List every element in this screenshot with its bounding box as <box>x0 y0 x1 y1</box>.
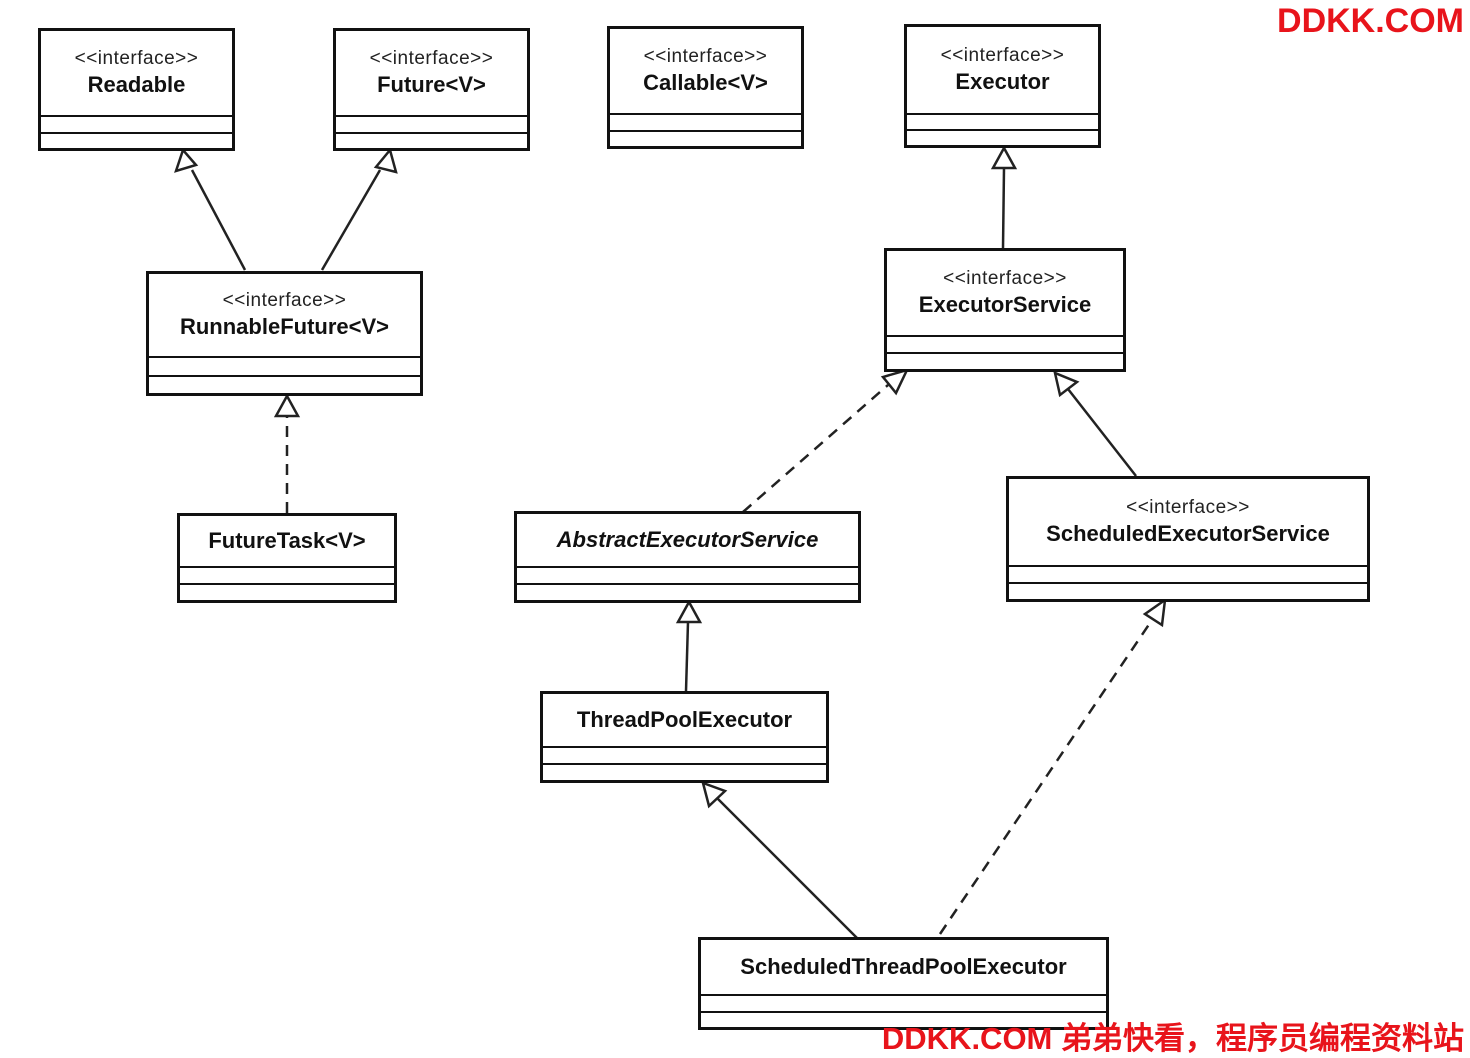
generalization-arrowhead <box>174 147 199 173</box>
methods-compartment <box>517 585 858 600</box>
stereotype-label: <<interface>> <box>940 45 1065 66</box>
class-scheduled-thread-pool-executor: ScheduledThreadPoolExecutor <box>698 937 1109 1030</box>
methods-compartment <box>41 134 232 149</box>
class-name: AbstractExecutorService <box>556 527 819 552</box>
attributes-compartment <box>149 358 420 377</box>
class-name: FutureTask<V> <box>208 528 366 553</box>
class-callable: <<interface>> Callable<V> <box>607 26 804 149</box>
stereotype-label: <<interface>> <box>369 48 494 69</box>
relation-abstractexecutorservice-executorservice <box>742 384 889 513</box>
relation-executorservice-executor <box>1001 167 1006 249</box>
relation-scheduledthreadpoolexecutor-threadpoolexecutor <box>716 797 858 939</box>
relation-scheduledthreadpoolexecutor-scheduledexecutorservice <box>938 619 1154 935</box>
realization-arrowhead <box>880 368 910 396</box>
attributes-compartment <box>543 748 826 765</box>
watermark-top: DDKK.COM <box>1277 2 1464 40</box>
class-future-task: FutureTask<V> <box>177 513 397 603</box>
attributes-compartment <box>907 115 1098 131</box>
generalization-arrowhead <box>701 781 728 809</box>
class-name: Readable <box>87 72 186 97</box>
class-scheduled-executor-service: <<interface>> ScheduledExecutorService <box>1006 476 1370 602</box>
attributes-compartment <box>610 115 801 132</box>
attributes-compartment <box>180 568 394 585</box>
realization-arrowhead <box>1142 597 1167 628</box>
generalization-arrowhead <box>1053 370 1080 398</box>
attributes-compartment <box>517 568 858 585</box>
relation-runnablefuture-future <box>320 169 382 271</box>
methods-compartment <box>543 765 826 780</box>
class-thread-pool-executor: ThreadPoolExecutor <box>540 691 829 783</box>
class-name: ThreadPoolExecutor <box>576 707 793 732</box>
class-future: <<interface>> Future<V> <box>333 28 530 151</box>
attributes-compartment <box>701 996 1106 1013</box>
class-executor-service: <<interface>> ExecutorService <box>884 248 1126 372</box>
attributes-compartment <box>887 337 1123 354</box>
methods-compartment <box>907 131 1098 145</box>
class-name: Executor <box>955 69 1050 94</box>
attributes-compartment <box>41 117 232 134</box>
generalization-arrowhead <box>675 599 703 624</box>
methods-compartment <box>887 354 1123 369</box>
generalization-arrowhead <box>990 145 1018 170</box>
class-abstract-executor-service: AbstractExecutorService <box>514 511 861 603</box>
relation-runnablefuture-readable <box>190 169 247 271</box>
methods-compartment <box>1009 584 1367 599</box>
class-name: ExecutorService <box>918 292 1092 317</box>
class-name: ScheduledExecutorService <box>1046 521 1330 546</box>
relation-threadpoolexecutor-abstractexecutorservice <box>684 621 690 692</box>
relation-scheduledexecutorservice-executorservice <box>1067 388 1137 477</box>
stereotype-label: <<interface>> <box>643 46 768 67</box>
class-executor: <<interface>> Executor <box>904 24 1101 148</box>
methods-compartment <box>610 132 801 147</box>
watermark-bottom: DDKK.COM 弟弟快看，程序员编程资料站 <box>881 1021 1464 1056</box>
class-name: Callable<V> <box>643 70 768 95</box>
attributes-compartment <box>1009 567 1367 584</box>
class-runnable-future: <<interface>> RunnableFuture<V> <box>146 271 423 396</box>
class-name: RunnableFuture<V> <box>179 314 390 339</box>
stereotype-label: <<interface>> <box>1126 497 1250 518</box>
stereotype-label: <<interface>> <box>943 268 1067 289</box>
class-name: ScheduledThreadPoolExecutor <box>740 954 1067 979</box>
generalization-arrowhead <box>373 147 398 174</box>
realization-arrowhead <box>273 393 301 418</box>
attributes-compartment <box>336 117 527 134</box>
stereotype-label: <<interface>> <box>222 290 347 311</box>
stereotype-label: <<interface>> <box>74 48 199 69</box>
methods-compartment <box>180 585 394 600</box>
methods-compartment <box>336 134 527 149</box>
class-name: Future<V> <box>377 72 486 97</box>
methods-compartment <box>149 377 420 394</box>
class-readable: <<interface>> Readable <box>38 28 235 151</box>
